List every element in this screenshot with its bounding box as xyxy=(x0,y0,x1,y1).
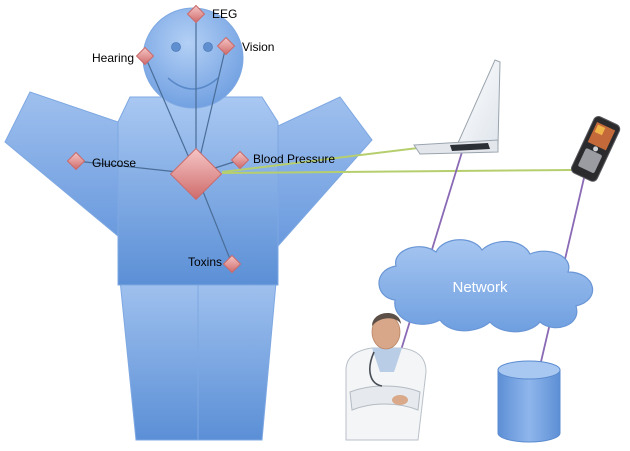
phone-keypad xyxy=(578,148,602,173)
left-leg xyxy=(117,259,199,441)
laptop-screen xyxy=(457,59,501,146)
label-eeg: EEG xyxy=(212,7,237,21)
database-icon[interactable] xyxy=(497,360,561,443)
left-eye xyxy=(171,42,181,52)
label-glucose: Glucose xyxy=(92,156,136,170)
smile xyxy=(167,77,219,90)
link-vision xyxy=(195,45,227,175)
doctor-hair xyxy=(372,312,401,326)
link-hearing xyxy=(144,55,197,175)
wireless-links xyxy=(221,147,573,174)
phone-icon[interactable] xyxy=(570,115,622,183)
toxins-sensor-icon[interactable] xyxy=(222,254,242,274)
stethoscope xyxy=(369,351,383,387)
wireless-link-phone xyxy=(221,169,573,174)
hearing-sensor-icon[interactable] xyxy=(135,46,155,66)
phone-nav-button xyxy=(593,146,599,152)
label-blood-pressure: Blood Pressure xyxy=(253,152,335,166)
network-label: Network xyxy=(452,279,508,296)
right-leg xyxy=(197,259,279,441)
database-body xyxy=(497,369,561,443)
cloud-shape xyxy=(378,239,594,333)
laptop-icon[interactable] xyxy=(413,59,501,155)
human-figure xyxy=(4,7,373,441)
phone-screen xyxy=(587,122,616,151)
doctor-shirt xyxy=(372,348,402,372)
doctor-figure[interactable] xyxy=(345,312,427,441)
database-top xyxy=(497,360,561,380)
phone-screen-highlight xyxy=(594,124,606,136)
sensors xyxy=(66,4,250,274)
vision-sensor-icon[interactable] xyxy=(216,36,236,56)
glucose-sensor-icon[interactable] xyxy=(66,151,86,171)
right-eye xyxy=(203,42,213,52)
label-vision: Vision xyxy=(242,40,274,54)
laptop-keyboard xyxy=(450,143,490,151)
wireless-link-laptop xyxy=(221,147,419,173)
head xyxy=(142,7,244,109)
doctor-hand xyxy=(392,395,408,405)
hub-sensor-icon[interactable] xyxy=(169,147,223,201)
network-cloud[interactable]: Network xyxy=(378,239,594,333)
blood-pressure-sensor-icon[interactable] xyxy=(230,150,250,170)
label-hearing: Hearing xyxy=(92,51,134,65)
eeg-sensor-icon[interactable] xyxy=(186,4,206,24)
label-toxins: Toxins xyxy=(188,255,222,269)
sensor-labels: EEG Hearing Vision Glucose Blood Pressur… xyxy=(92,7,335,269)
